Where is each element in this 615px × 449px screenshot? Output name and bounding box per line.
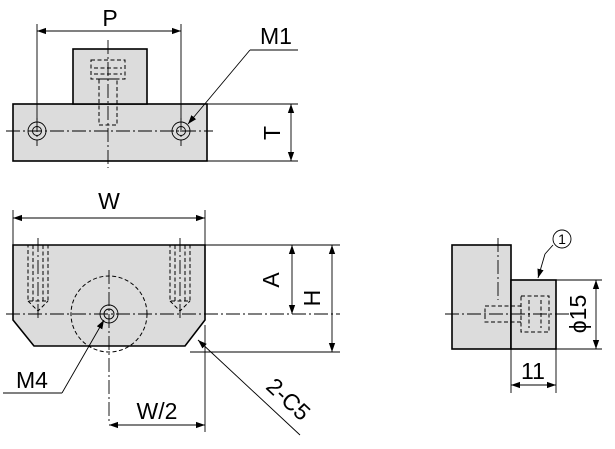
dimension-t: T [207, 103, 298, 162]
label-a: A [258, 272, 284, 288]
leader-chamfer: 2-C5 [197, 339, 316, 436]
leader-m4: M4 [3, 319, 105, 394]
callout-item-1: 1 [537, 229, 572, 279]
label-chamfer: 2-C5 [261, 373, 315, 426]
top-view-base [12, 103, 208, 162]
front-view [6, 238, 340, 424]
dimension-w: W [12, 188, 206, 245]
label-w-half: W/2 [137, 398, 178, 424]
side-view [445, 238, 586, 350]
dimension-a: A [205, 244, 340, 314]
label-h: H [299, 290, 325, 307]
label-w: W [98, 188, 120, 214]
label-circled-one: 1 [558, 231, 566, 247]
dimension-phi15: ϕ15 [556, 279, 602, 350]
dimension-11: 11 [510, 349, 557, 393]
label-p: P [102, 5, 117, 31]
label-m4: M4 [16, 367, 48, 393]
label-m1: M1 [260, 23, 292, 49]
dimension-h: H [190, 245, 340, 353]
top-view [6, 40, 213, 168]
leader-m1: M1 [187, 23, 298, 125]
label-t: T [259, 126, 285, 140]
top-view-boss [72, 48, 148, 105]
side-view-body [451, 244, 512, 350]
dimension-p: P [36, 5, 182, 120]
label-phi15: ϕ15 [565, 295, 591, 333]
label-eleven: 11 [521, 358, 545, 384]
